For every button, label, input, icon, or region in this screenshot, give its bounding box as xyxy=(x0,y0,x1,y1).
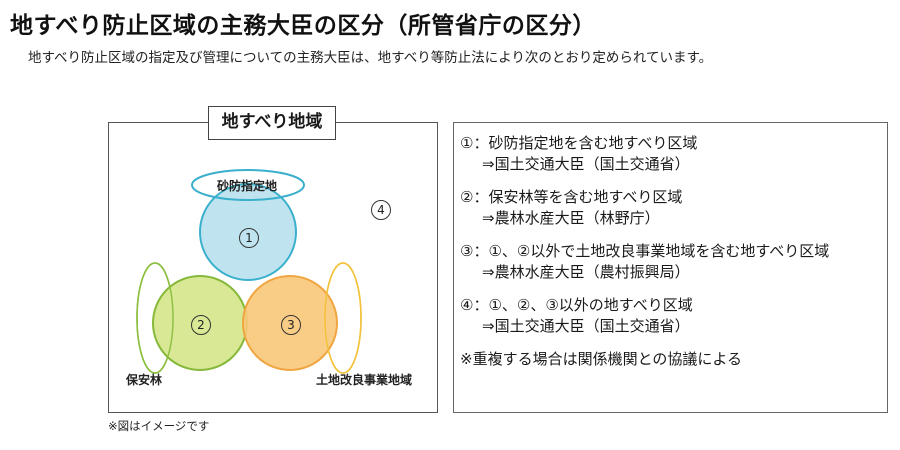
legend-entry-1-minister: ⇒国土交通大臣（国土交通省） xyxy=(482,155,690,173)
sabo-designated-area-label: 砂防指定地 xyxy=(217,179,278,193)
zone-number-3-text: 3 xyxy=(281,315,301,335)
legend-entry-2-head: ②：保安林等を含む地すべり区域 xyxy=(460,188,683,206)
legend-entry-2: ②：保安林等を含む地すべり区域 ⇒農林水産大臣（林野庁） xyxy=(460,187,887,229)
minister-legend-box: ①：砂防指定地を含む地すべり区域 ⇒国土交通大臣（国土交通省） ②：保安林等を含… xyxy=(453,122,888,413)
page-title: 地すべり防止区域の主務大臣の区分（所管省庁の区分） xyxy=(10,13,596,39)
zone-number-1: 1 xyxy=(238,227,260,249)
legend-entry-1-head: ①：砂防指定地を含む地すべり区域 xyxy=(460,134,698,152)
zone-number-2: 2 xyxy=(190,314,212,336)
diagram-image-note: ※図はイメージです xyxy=(108,419,210,433)
legend-entry-3: ③：①、②以外で土地改良事業地域を含む地すべり区域 ⇒農林水産大臣（農村振興局） xyxy=(460,241,887,283)
legend-entry-2-minister: ⇒農林水産大臣（林野庁） xyxy=(482,209,660,227)
zone-number-3: 3 xyxy=(280,314,302,336)
legend-entry-4: ④：①、②、③以外の地すべり区域 ⇒国土交通大臣（国土交通省） xyxy=(460,295,887,337)
legend-entry-4-head: ④：①、②、③以外の地すべり区域 xyxy=(460,296,693,314)
overlap-consultation-note: ※重複する場合は関係機関との協議による xyxy=(460,350,742,368)
zone-number-4-text: 4 xyxy=(371,200,391,220)
legend-entry-1: ①：砂防指定地を含む地すべり区域 ⇒国土交通大臣（国土交通省） xyxy=(460,133,887,175)
legend-entry-3-minister: ⇒農林水産大臣（農村振興局） xyxy=(482,263,690,281)
zone-number-1-text: 1 xyxy=(239,228,259,248)
legend-entry-3-head: ③：①、②以外で土地改良事業地域を含む地すべり区域 xyxy=(460,242,830,260)
zone-number-4: 4 xyxy=(370,199,392,221)
landslide-area-diagram-box xyxy=(108,122,438,413)
legend-entry-4-minister: ⇒国土交通大臣（国土交通省） xyxy=(482,317,690,335)
landslide-area-label: 地すべり地域 xyxy=(208,106,336,140)
land-improvement-area-label: 土地改良事業地域 xyxy=(316,373,413,387)
page-subtitle: 地すべり防止区域の指定及び管理についての主務大臣は、地すべり等防止法により次のと… xyxy=(28,50,713,66)
zone-number-2-text: 2 xyxy=(191,315,211,335)
forest-area-label: 保安林 xyxy=(126,373,163,387)
